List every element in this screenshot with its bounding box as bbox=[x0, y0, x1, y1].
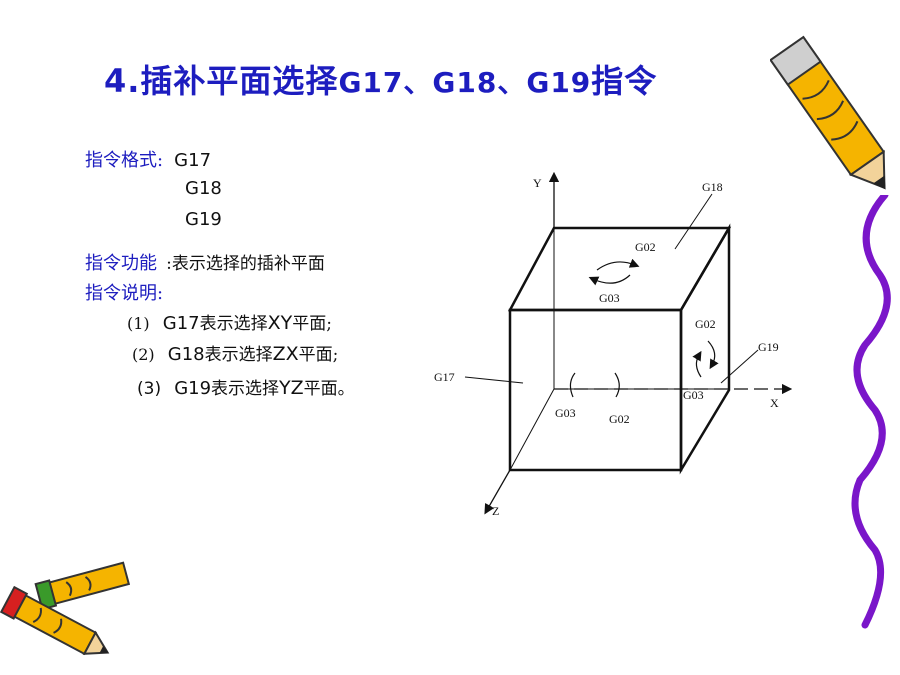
item-plane: XY bbox=[267, 312, 293, 334]
format-code-2: G18 bbox=[185, 178, 222, 199]
item-plane: YZ bbox=[279, 377, 304, 399]
axis-x-label: X bbox=[770, 396, 779, 410]
axis-z-label: Z bbox=[492, 504, 499, 518]
page-title: 4.插补平面选择G17、G18、G19指令 bbox=[104, 56, 657, 102]
plane-label-g17: G17 bbox=[434, 370, 455, 384]
format-label: 指令格式: bbox=[85, 150, 164, 171]
explain-item-1: (1) G17表示选择XY平面; bbox=[127, 309, 332, 334]
format-code-3: G19 bbox=[185, 209, 222, 230]
explain-item-3: (3) G19表示选择YZ平面。 bbox=[137, 374, 355, 399]
format-code-1: G17 bbox=[174, 150, 212, 171]
item-plane: ZX bbox=[272, 343, 299, 365]
item-index: (1) bbox=[127, 314, 150, 333]
plane-label-g18: G18 bbox=[702, 180, 723, 194]
pencils-bottom-icon bbox=[0, 561, 130, 656]
arc-label-right-g02: G02 bbox=[695, 317, 716, 331]
function-label: 指令功能 bbox=[85, 253, 157, 274]
item-index: (2) bbox=[132, 345, 155, 364]
arc-arrows bbox=[569, 258, 719, 398]
hidden-edges bbox=[509, 228, 729, 471]
item-index: (3) bbox=[137, 379, 162, 399]
format-line: 指令格式: G17 bbox=[85, 146, 211, 172]
function-text: :表示选择的插补平面 bbox=[166, 254, 325, 274]
label-leaders bbox=[464, 193, 759, 384]
item-pre: 表示选择 bbox=[211, 379, 280, 399]
arc-label-top-g02: G02 bbox=[635, 240, 656, 254]
title-suffix: 指令 bbox=[591, 62, 658, 100]
plane-label-g19: G19 bbox=[758, 340, 779, 354]
title-codes: G17、G18、G19 bbox=[338, 66, 592, 99]
title-main: 插补平面选择 bbox=[140, 62, 339, 100]
item-pre: 表示选择 bbox=[199, 314, 268, 334]
item-code: G17 bbox=[162, 313, 200, 334]
item-code: G18 bbox=[167, 344, 205, 365]
explain-label: 指令说明: bbox=[85, 283, 164, 304]
arc-label-right-g03: G03 bbox=[683, 388, 704, 402]
arc-label-top-g03: G03 bbox=[599, 291, 620, 305]
item-post: 平面; bbox=[292, 314, 332, 334]
item-post: 平面; bbox=[298, 345, 339, 365]
item-code: G19 bbox=[174, 378, 212, 399]
function-line: 指令功能 :表示选择的插补平面 bbox=[85, 249, 325, 275]
explain-item-2: (2) G18表示选择ZX平面; bbox=[132, 340, 338, 365]
plane-selection-diagram: Y X Z G18 G19 G17 G02 G03 G02 G03 G03 G0… bbox=[434, 171, 793, 518]
item-post: 平面。 bbox=[303, 379, 355, 399]
pencil-top-icon bbox=[770, 35, 886, 190]
title-number: 4. bbox=[104, 62, 141, 100]
axis-y-label: Y bbox=[533, 176, 542, 190]
arc-label-front-g03: G03 bbox=[555, 406, 576, 420]
cube-edges bbox=[507, 223, 732, 475]
arc-label-front-g02: G02 bbox=[609, 412, 630, 426]
wavy-border-decoration bbox=[851, 195, 891, 629]
axes bbox=[484, 171, 793, 515]
item-pre: 表示选择 bbox=[204, 345, 273, 365]
